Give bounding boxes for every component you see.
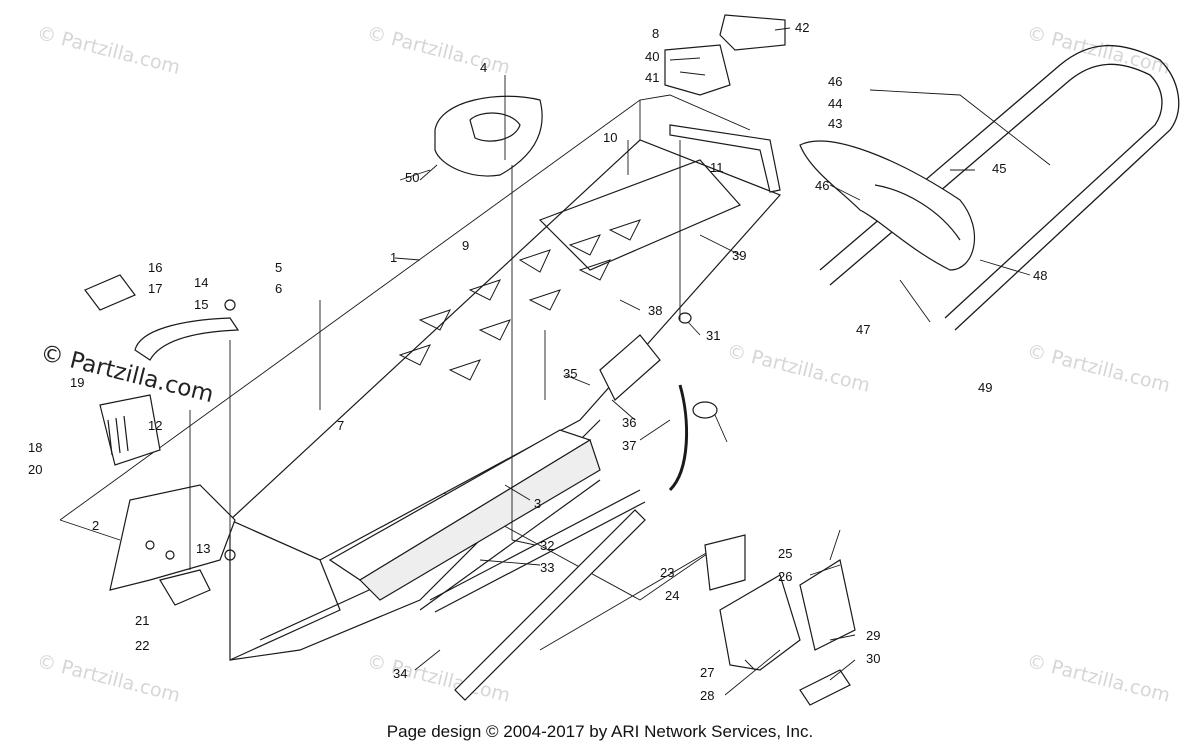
callout-1: 1 bbox=[390, 250, 397, 265]
leader-lines bbox=[189, 27, 1031, 696]
callout-20: 20 bbox=[28, 462, 42, 477]
callout-46b: 46 bbox=[815, 178, 829, 193]
grab-bar bbox=[819, 44, 1180, 331]
callout-38: 38 bbox=[648, 303, 662, 318]
callout-35: 35 bbox=[563, 366, 577, 381]
callout-17: 17 bbox=[148, 281, 162, 296]
vent-panel bbox=[99, 394, 161, 466]
seat-pad bbox=[434, 95, 543, 177]
callout-39: 39 bbox=[732, 248, 746, 263]
callout-7: 7 bbox=[337, 418, 344, 433]
callout-3: 3 bbox=[534, 496, 541, 511]
tunnel-cutouts bbox=[398, 219, 641, 381]
tubes bbox=[419, 479, 646, 701]
callout-33: 33 bbox=[540, 560, 554, 575]
callout-15: 15 bbox=[194, 297, 208, 312]
callout-26: 26 bbox=[778, 569, 792, 584]
callout-14: 14 bbox=[194, 275, 208, 290]
callout-9: 9 bbox=[462, 238, 469, 253]
rear-flap bbox=[799, 140, 975, 271]
callout-11: 11 bbox=[710, 160, 724, 175]
callout-28: 28 bbox=[700, 688, 714, 703]
tunnel-assembly bbox=[228, 139, 782, 661]
callout-4: 4 bbox=[480, 60, 487, 75]
side-bracket-left bbox=[109, 484, 236, 591]
grab-handle bbox=[134, 317, 240, 361]
callout-19: 19 bbox=[70, 375, 84, 390]
callout-37: 37 bbox=[622, 438, 636, 453]
callout-30: 30 bbox=[866, 651, 880, 666]
callout-41: 41 bbox=[645, 70, 659, 85]
footer-copyright: Page design © 2004-2017 by ARI Network S… bbox=[386, 722, 814, 741]
callout-18: 18 bbox=[28, 440, 42, 455]
callout-34: 34 bbox=[393, 666, 407, 681]
callout-6: 6 bbox=[275, 281, 282, 296]
running-board bbox=[328, 429, 646, 613]
callout-47: 47 bbox=[856, 322, 870, 337]
callout-31: 31 bbox=[706, 328, 720, 343]
callout-13: 13 bbox=[196, 541, 210, 556]
callout-44: 44 bbox=[828, 96, 842, 111]
callout-46: 46 bbox=[828, 74, 842, 89]
callout-22: 22 bbox=[135, 638, 149, 653]
callout-labels: 1 2 3 4 5 6 7 8 9 10 11 12 13 14 15 16 1… bbox=[28, 20, 1047, 703]
callout-27: 27 bbox=[700, 665, 714, 680]
lower-right-assembly bbox=[704, 534, 856, 706]
callout-45: 45 bbox=[992, 161, 1006, 176]
callout-43: 43 bbox=[828, 116, 842, 131]
callout-32: 32 bbox=[540, 538, 554, 553]
callout-23: 23 bbox=[660, 565, 674, 580]
callout-12: 12 bbox=[148, 418, 162, 433]
small-parts-left bbox=[159, 299, 236, 606]
callout-50: 50 bbox=[405, 170, 419, 185]
callout-21: 21 bbox=[135, 613, 149, 628]
callout-24: 24 bbox=[665, 588, 679, 603]
rear-rail bbox=[669, 124, 781, 193]
callout-5: 5 bbox=[275, 260, 282, 275]
callout-29: 29 bbox=[866, 628, 880, 643]
callout-25: 25 bbox=[778, 546, 792, 561]
callout-2: 2 bbox=[92, 518, 99, 533]
callout-42: 42 bbox=[795, 20, 809, 35]
cap-part bbox=[84, 274, 136, 311]
callout-40: 40 bbox=[645, 49, 659, 64]
callout-8: 8 bbox=[652, 26, 659, 41]
callout-49: 49 bbox=[978, 380, 992, 395]
callout-16: 16 bbox=[148, 260, 162, 275]
rear-bracket bbox=[664, 14, 786, 96]
callout-36: 36 bbox=[622, 415, 636, 430]
small-parts-center bbox=[599, 312, 718, 492]
callout-48: 48 bbox=[1033, 268, 1047, 283]
callout-10: 10 bbox=[603, 130, 617, 145]
